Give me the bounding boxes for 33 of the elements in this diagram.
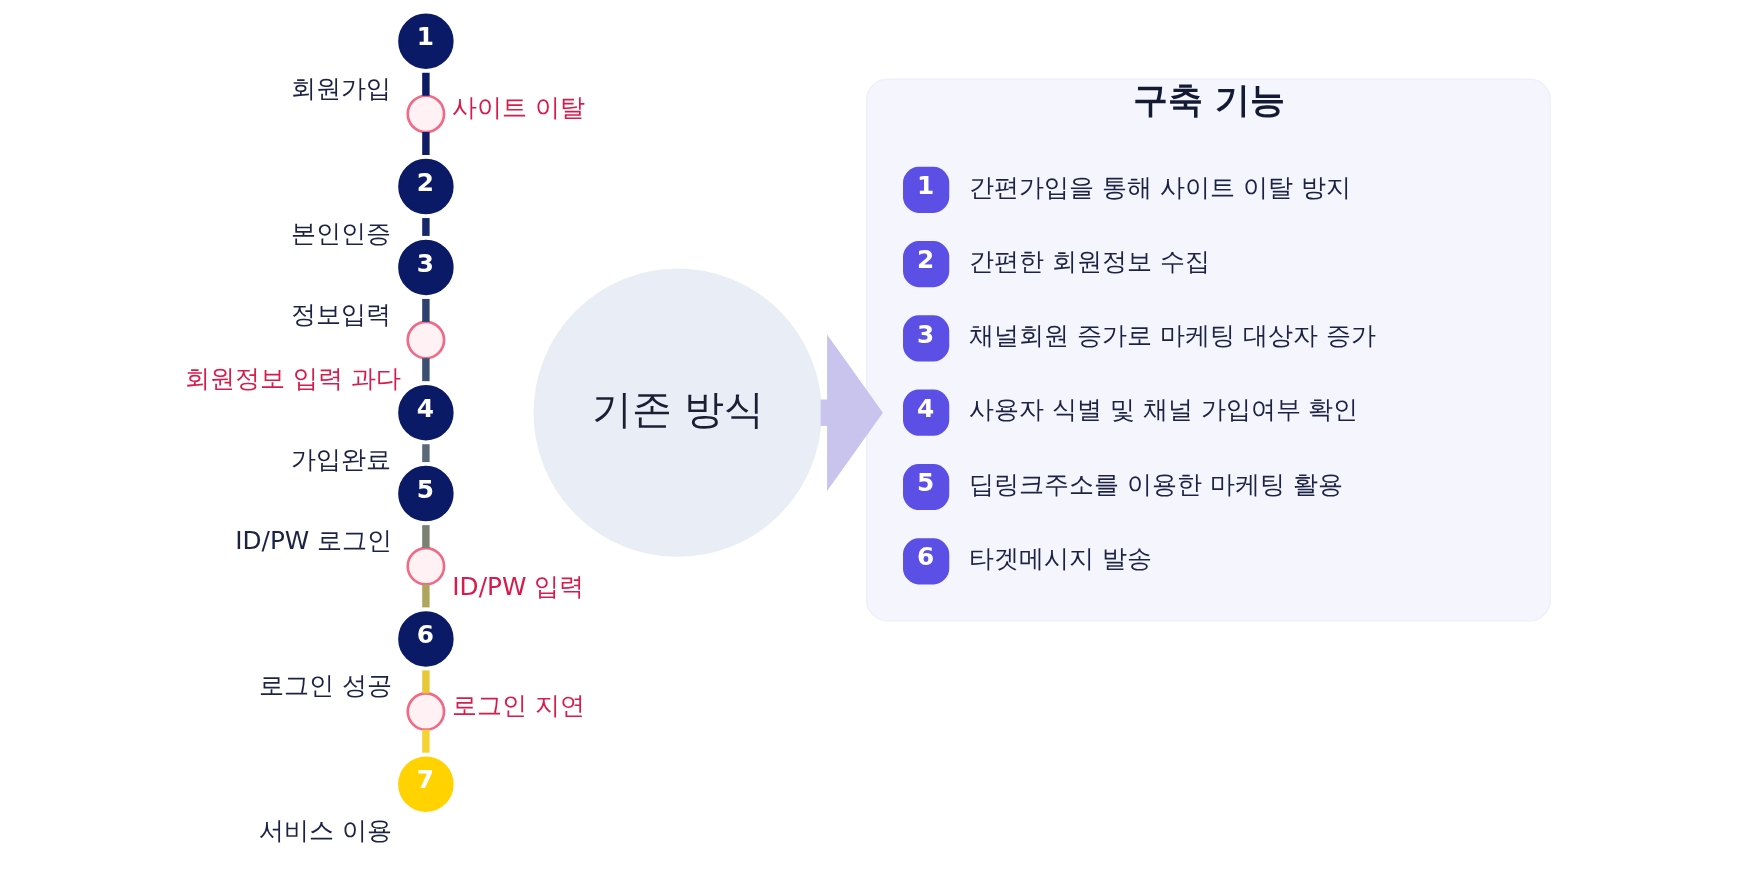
node-label: 타겟메시지 발송 xyxy=(969,544,1152,574)
node-circle xyxy=(406,94,446,134)
node-label: 본인인증 xyxy=(291,218,392,248)
node-label: ID/PW 입력 xyxy=(452,572,585,602)
node-label: 정보입력 xyxy=(291,299,392,329)
arrow xyxy=(820,334,883,491)
node-label: 회원가입 xyxy=(291,73,392,103)
node-circle xyxy=(406,320,446,360)
node-label: ID/PW 로그인 xyxy=(235,525,393,555)
node-circle xyxy=(406,546,446,586)
node-circle: 3 xyxy=(398,239,454,296)
node-label: 서비스 이용 xyxy=(259,816,393,846)
node-circle: 7 xyxy=(398,756,454,812)
node-label: 로그인 지연 xyxy=(452,691,586,721)
node-label: 사이트 이탈 xyxy=(452,93,586,123)
connector xyxy=(422,72,430,96)
node-label: 회원정보 입력 과다 xyxy=(184,364,401,394)
connector xyxy=(422,358,430,382)
node-circle: 1 xyxy=(398,13,454,69)
node-circle: 기존 방식 xyxy=(533,268,822,557)
node-label: 로그인 성공 xyxy=(259,671,393,701)
node-circle: 4 xyxy=(398,385,454,441)
node-label: 간편가입을 통해 사이트 이탈 방지 xyxy=(969,172,1351,202)
node-label: 사용자 식별 및 채널 가입여부 확인 xyxy=(969,395,1359,425)
node-label: 채널회원 증가로 마케팅 대상자 증가 xyxy=(969,321,1376,351)
node-label: 가입완료 xyxy=(291,445,392,475)
node-circle: 5 xyxy=(398,465,454,522)
node-circle xyxy=(406,692,446,731)
node-circle: 2 xyxy=(398,158,454,215)
connector xyxy=(422,298,430,322)
node-label: 딥링크주소를 이용한 마케팅 활용 xyxy=(969,469,1343,499)
node-circle: 6 xyxy=(398,611,454,667)
node-label: 간편한 회원정보 수집 xyxy=(969,246,1210,276)
